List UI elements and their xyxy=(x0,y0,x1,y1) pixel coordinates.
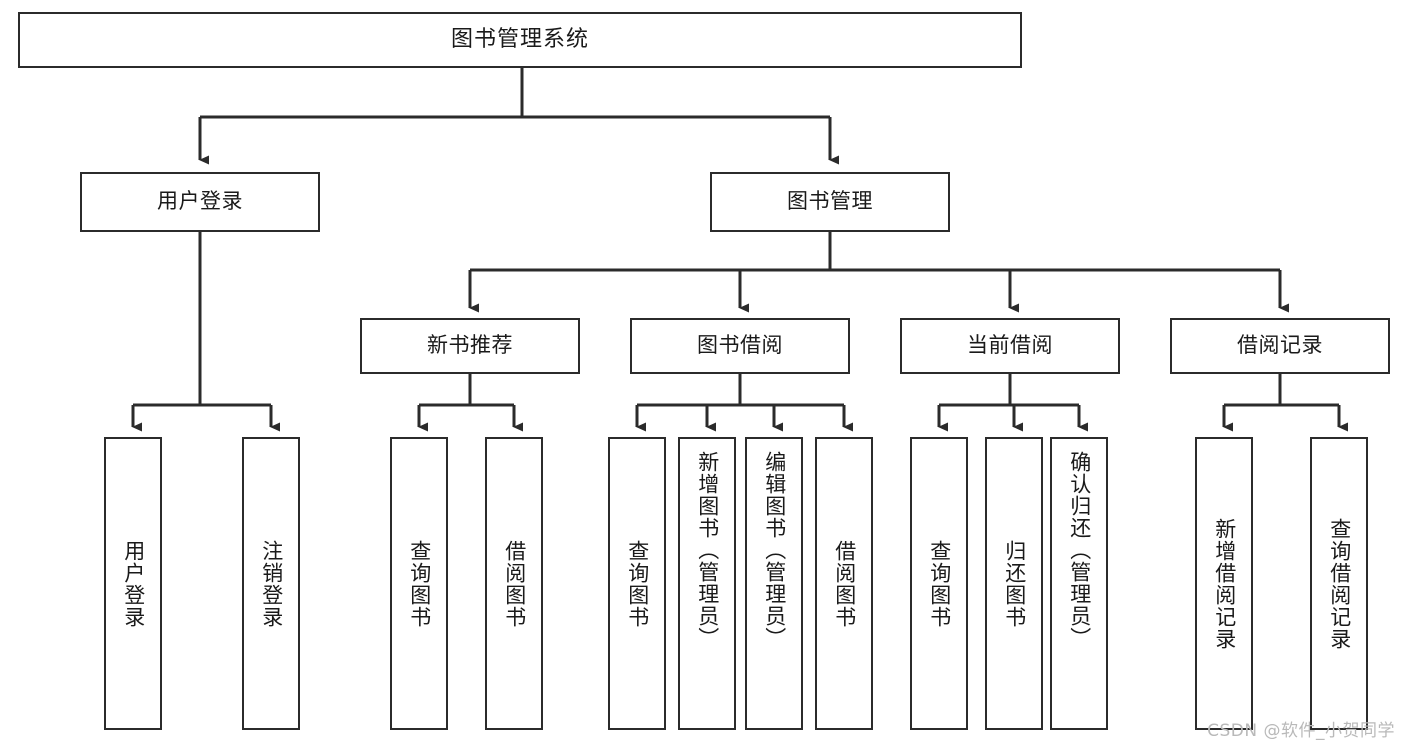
node-label: 新增图书（管理员） xyxy=(695,451,720,649)
node-new-book-recommend[interactable]: 新书推荐 xyxy=(360,318,580,374)
leaf-query-borrow-record[interactable]: 查询借阅记录 xyxy=(1310,437,1368,730)
leaf-query-book-recommend[interactable]: 查询图书 xyxy=(390,437,448,730)
node-root-system[interactable]: 图书管理系统 xyxy=(18,12,1022,68)
node-borrow-record[interactable]: 借阅记录 xyxy=(1170,318,1390,374)
node-label: 图书管理 xyxy=(787,189,873,214)
node-current-borrow[interactable]: 当前借阅 xyxy=(900,318,1120,374)
node-book-borrow[interactable]: 图书借阅 xyxy=(630,318,850,374)
leaf-return-book[interactable]: 归还图书 xyxy=(985,437,1043,730)
node-label: 用户登录 xyxy=(121,539,146,628)
node-label: 查询图书 xyxy=(407,539,432,628)
node-label: 图书管理系统 xyxy=(450,26,589,52)
node-label: 借阅图书 xyxy=(502,539,527,628)
node-book-management[interactable]: 图书管理 xyxy=(710,172,950,232)
leaf-logout[interactable]: 注销登录 xyxy=(242,437,300,730)
leaf-borrow-book[interactable]: 借阅图书 xyxy=(815,437,873,730)
node-user-login[interactable]: 用户登录 xyxy=(80,172,320,232)
node-label: 归还图书 xyxy=(1002,539,1027,628)
node-label: 用户登录 xyxy=(157,189,243,214)
node-label: 图书借阅 xyxy=(697,333,783,358)
node-label: 当前借阅 xyxy=(967,333,1053,358)
node-label: 确认归还（管理员） xyxy=(1067,451,1092,649)
leaf-user-login[interactable]: 用户登录 xyxy=(104,437,162,730)
leaf-borrow-book-recommend[interactable]: 借阅图书 xyxy=(485,437,543,730)
node-label: 查询借阅记录 xyxy=(1327,517,1352,650)
node-label: 借阅图书 xyxy=(832,539,857,628)
leaf-edit-book-admin[interactable]: 编辑图书（管理员） xyxy=(745,437,803,730)
node-label: 查询图书 xyxy=(625,539,650,628)
node-label: 新书推荐 xyxy=(427,333,513,358)
node-label: 编辑图书（管理员） xyxy=(762,451,787,649)
node-label: 新增借阅记录 xyxy=(1212,517,1237,650)
node-label: 借阅记录 xyxy=(1237,333,1323,358)
leaf-query-book-current[interactable]: 查询图书 xyxy=(910,437,968,730)
node-label: 查询图书 xyxy=(927,539,952,628)
leaf-query-book-borrow[interactable]: 查询图书 xyxy=(608,437,666,730)
node-label: 注销登录 xyxy=(259,539,284,628)
leaf-confirm-return-admin[interactable]: 确认归还（管理员） xyxy=(1050,437,1108,730)
leaf-add-borrow-record[interactable]: 新增借阅记录 xyxy=(1195,437,1253,730)
leaf-add-book-admin[interactable]: 新增图书（管理员） xyxy=(678,437,736,730)
